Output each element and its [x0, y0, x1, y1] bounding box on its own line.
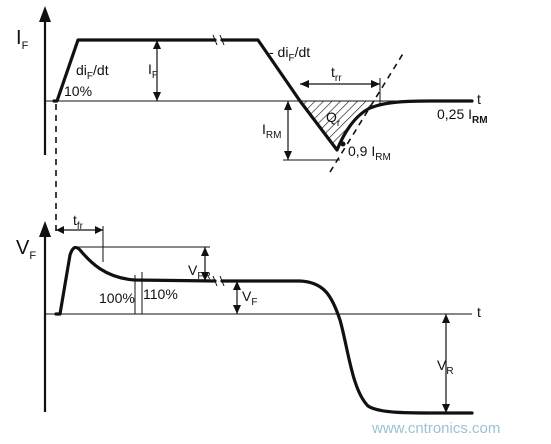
current-time-label: t — [477, 91, 481, 107]
irm-label: IRM — [262, 121, 281, 141]
voltage-plot: t VF tfr VFR 100% 110% VF VR — [16, 212, 481, 415]
hundred-percent-label: 100% — [99, 290, 135, 306]
if-dimension-label: IF — [148, 61, 158, 81]
watermark: www.cntronics.com — [371, 420, 500, 437]
qr-label: Qr — [326, 109, 341, 129]
point-0-9-irm — [340, 141, 346, 147]
ten-percent-label: 10% — [64, 83, 92, 99]
fall-slope-label: - diF/dt — [269, 44, 310, 64]
irm-90-label: 0,9 IRM — [348, 143, 391, 163]
current-axis-label: IF — [16, 27, 29, 52]
current-y-axis-arrow — [39, 6, 51, 22]
recovery-tangent-line — [329, 51, 405, 173]
vr-label: VR — [437, 357, 454, 377]
voltage-waveform — [54, 245, 474, 415]
current-break-mark — [212, 34, 218, 46]
voltage-break-mark — [219, 275, 225, 287]
irm-25-label: 0,25 IRM — [437, 106, 488, 126]
tfr-label: tfr — [73, 212, 84, 232]
voltage-y-axis-arrow — [39, 221, 51, 237]
vf-label: VF — [242, 288, 257, 308]
trr-label: trr — [331, 64, 342, 84]
current-plot: t IF IF diF/dt 10% - diF/dt — [16, 6, 488, 236]
voltage-time-label: t — [477, 304, 481, 320]
voltage-break-mark — [212, 275, 218, 287]
rise-slope-label: diF/dt — [76, 62, 109, 82]
voltage-axis-label: VF — [16, 237, 36, 262]
hundred-ten-percent-label: 110% — [143, 286, 178, 302]
vfr-label: VFR — [188, 262, 211, 282]
current-break-mark — [219, 34, 225, 46]
qr-hatched-area — [300, 101, 385, 150]
